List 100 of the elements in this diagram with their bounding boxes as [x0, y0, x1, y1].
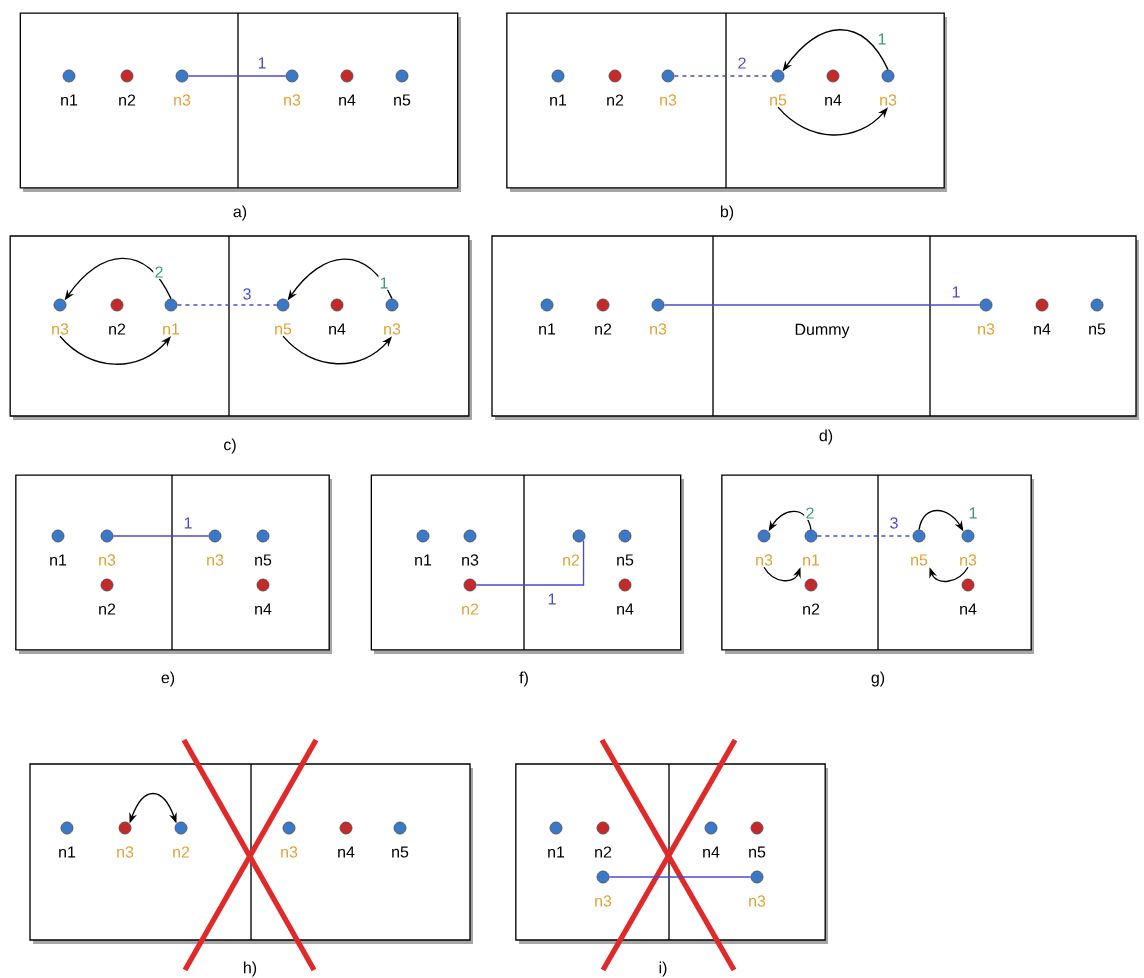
node-label: n3	[284, 94, 301, 106]
node-label: n2	[595, 846, 612, 858]
edge-label: 2	[736, 56, 748, 70]
vertex: n4	[329, 298, 346, 335]
caption: b)	[720, 205, 734, 221]
panel-frame	[491, 235, 1139, 420]
vertex: n4	[339, 69, 356, 106]
vertex: n4	[960, 578, 977, 615]
vertex: n2	[99, 578, 116, 615]
vertex: n3	[207, 529, 224, 566]
node-label: n3	[462, 554, 479, 566]
node-label: n3	[960, 554, 977, 566]
node-label: n4	[338, 846, 355, 858]
node-label: n4	[255, 603, 272, 615]
connector	[112, 535, 210, 537]
vertex: n3	[880, 69, 897, 106]
panel-frame	[29, 763, 473, 944]
node-label: n3	[660, 94, 677, 106]
panel-frame	[515, 763, 828, 944]
node-label: n4	[960, 603, 977, 615]
node-label: n4	[703, 846, 720, 858]
connector	[777, 106, 888, 136]
panel-frame	[19, 12, 461, 192]
connector	[608, 876, 752, 878]
vertex: n3	[281, 821, 298, 858]
vertex: n5	[617, 529, 634, 566]
caption: f)	[519, 671, 528, 687]
vertex: n4	[255, 578, 272, 615]
vertex: n4	[825, 69, 842, 106]
caption: h)	[244, 961, 257, 977]
node-label: n3	[117, 846, 134, 858]
node-label: n3	[99, 554, 116, 566]
node-label: n1	[548, 846, 565, 858]
vertex: n4	[703, 821, 720, 858]
vertex: n4	[338, 821, 355, 858]
vertex: n4	[1034, 298, 1051, 335]
node-label: n4	[825, 94, 842, 106]
node-label: n3	[880, 94, 897, 106]
node-label: n5	[1089, 323, 1106, 335]
node-label: n5	[617, 554, 634, 566]
node-label: n5	[394, 94, 411, 106]
panel-frame	[506, 12, 947, 192]
edge-label: 1	[967, 506, 979, 520]
vertex: n1	[803, 529, 820, 566]
node-label: n4	[329, 323, 346, 335]
vertex: n3	[99, 529, 116, 566]
node-label: n2	[607, 94, 624, 106]
node-label: n2	[119, 94, 136, 106]
node-label: n5	[770, 94, 787, 106]
vertex: n2	[462, 578, 479, 615]
vertex: n2	[595, 821, 612, 858]
panel-frame	[370, 474, 684, 654]
edge-label: 1	[876, 32, 888, 46]
connector	[673, 75, 773, 77]
vertex: n3	[595, 870, 612, 907]
node-label: n5	[749, 846, 766, 858]
caption: a)	[233, 205, 247, 221]
edge-label: 1	[378, 276, 390, 290]
vertex: n3	[462, 529, 479, 566]
vertex: n1	[550, 69, 567, 106]
node-label: n5	[392, 846, 409, 858]
panel-frame	[15, 474, 332, 654]
connector	[663, 304, 981, 306]
node-label: n3	[52, 323, 69, 335]
caption: g)	[871, 671, 885, 687]
connector	[763, 566, 801, 582]
node-label: n3	[756, 554, 773, 566]
vertex: n3	[660, 69, 677, 106]
vertex: n1	[415, 529, 432, 566]
vertex: n3	[960, 529, 977, 566]
node-label: n3	[978, 323, 995, 335]
node-label: n2	[173, 846, 190, 858]
vertex: n1	[163, 298, 180, 335]
caption: i)	[659, 961, 667, 977]
vertex: n2	[173, 821, 190, 858]
vertex: n1	[61, 69, 78, 106]
vertex: n3	[52, 298, 69, 335]
edge-label: 3	[241, 287, 253, 301]
vertex: n2	[109, 298, 126, 335]
vertex: n2	[595, 298, 612, 335]
panel-frame	[721, 474, 1034, 654]
vertex: n2	[563, 529, 586, 566]
edge-label: 2	[153, 265, 165, 279]
vertex: n5	[255, 529, 272, 566]
vertex: n4	[617, 578, 634, 615]
edge-label: 2	[804, 506, 816, 520]
vertex: n5	[394, 69, 411, 106]
vertex: n3	[117, 821, 134, 858]
node-label: n1	[50, 554, 67, 566]
node-label: n2	[462, 603, 479, 615]
panel-frame	[9, 235, 472, 420]
vertex: n1	[539, 298, 556, 335]
node-label: n3	[207, 554, 224, 566]
connector	[176, 304, 278, 306]
region-label: Dummy	[795, 323, 850, 339]
edge-label: 1	[256, 56, 268, 70]
vertex: n3	[174, 69, 191, 106]
connector	[929, 566, 969, 583]
edge-label: 3	[888, 516, 900, 530]
node-label: n1	[803, 554, 820, 566]
